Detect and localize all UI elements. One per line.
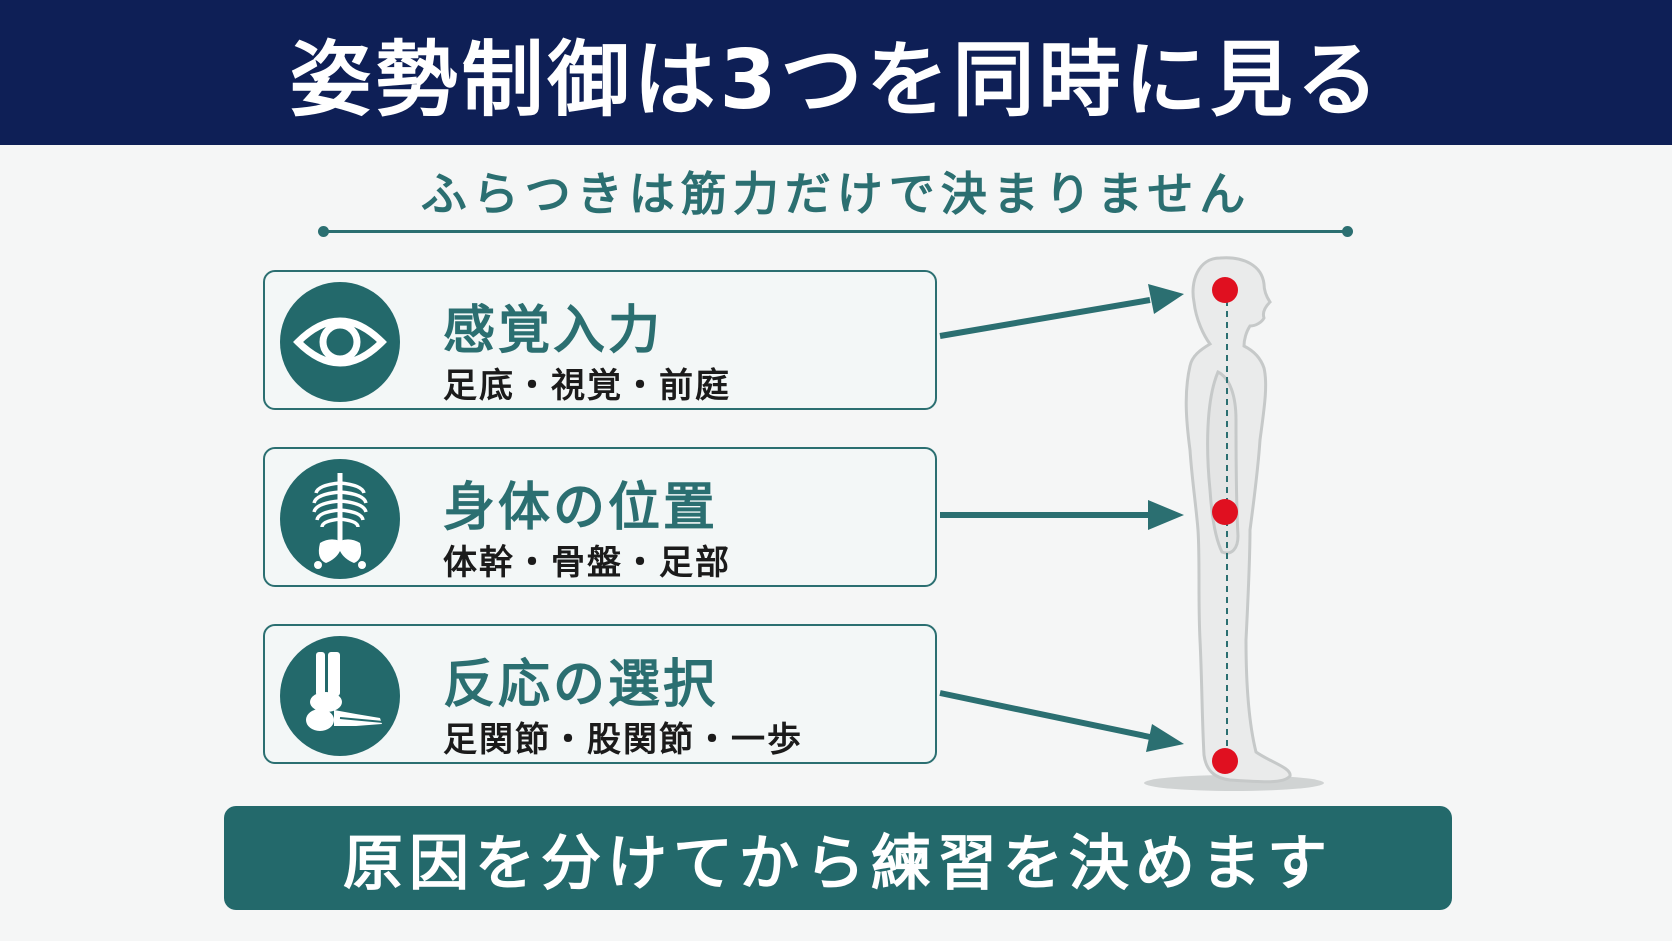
card-subtitle: 体幹・骨盤・足部 — [443, 543, 731, 583]
card-body-position: 身体の位置 体幹・骨盤・足部 — [263, 447, 937, 587]
eye-icon — [280, 282, 400, 402]
divider-line — [322, 230, 1348, 233]
card-title: 身体の位置 — [443, 478, 719, 538]
arrow-to-head — [939, 284, 1184, 339]
divider-right-dot — [1342, 226, 1353, 237]
foot-bone-icon — [280, 636, 400, 756]
head-marker-dot — [1212, 277, 1238, 303]
divider-left-dot — [318, 226, 329, 237]
ankle-marker-dot — [1212, 748, 1238, 774]
subtitle: ふらつきは筋力だけで決まりません — [420, 167, 1252, 221]
page-title: 姿勢制御は3つを同時に見る — [289, 33, 1383, 128]
arrow-to-ankle — [939, 690, 1184, 752]
footer-text: 原因を分けてから練習を決めます — [343, 828, 1333, 899]
header-banner: 姿勢制御は3つを同時に見る — [0, 0, 1672, 145]
skeleton-icon — [280, 459, 400, 579]
card-subtitle: 足関節・股関節・一歩 — [443, 720, 803, 760]
card-title: 反応の選択 — [443, 655, 719, 715]
card-subtitle: 足底・視覚・前庭 — [443, 366, 731, 406]
human-figure — [1184, 256, 1292, 784]
pelvis-marker-dot — [1212, 499, 1238, 525]
card-response-selection: 反応の選択 足関節・股関節・一歩 — [263, 624, 937, 764]
card-title: 感覚入力 — [443, 301, 664, 361]
footer-banner: 原因を分けてから練習を決めます — [224, 806, 1452, 910]
arrow-to-pelvis — [940, 500, 1184, 530]
card-sensory-input: 感覚入力 足底・視覚・前庭 — [263, 270, 937, 410]
